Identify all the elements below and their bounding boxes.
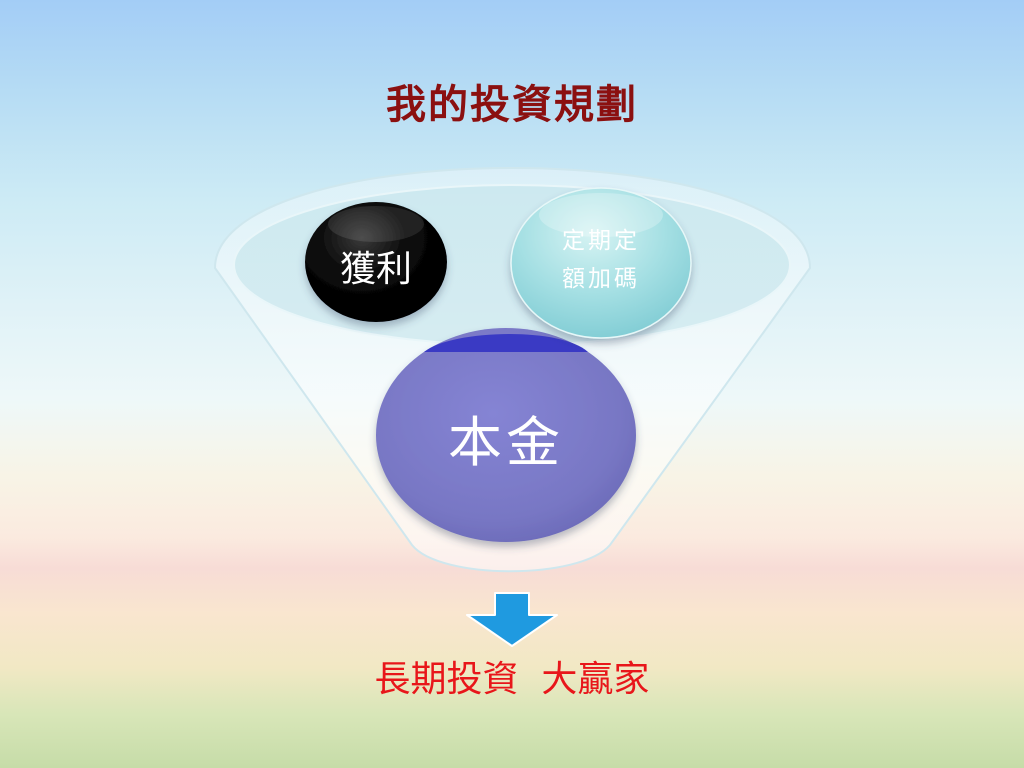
down-arrow-icon (466, 592, 558, 647)
fixed-plan-label-line2: 額加碼 (562, 266, 640, 292)
bottom-slogan: 長期投資 大贏家 (374, 659, 650, 700)
fixed-plan-label-line1: 定期定 (562, 228, 640, 254)
principal-ball (376, 328, 636, 542)
fixed-plan-ball (510, 187, 692, 339)
principal-label: 本金 (448, 411, 564, 474)
fixed-plan-label: 定期定 額加碼 (512, 222, 690, 298)
profit-label: 獲利 (339, 249, 412, 290)
profit-ball (305, 202, 447, 322)
principal-ball-cap (424, 333, 588, 352)
slide-title: 我的投資規劃 (386, 81, 638, 128)
